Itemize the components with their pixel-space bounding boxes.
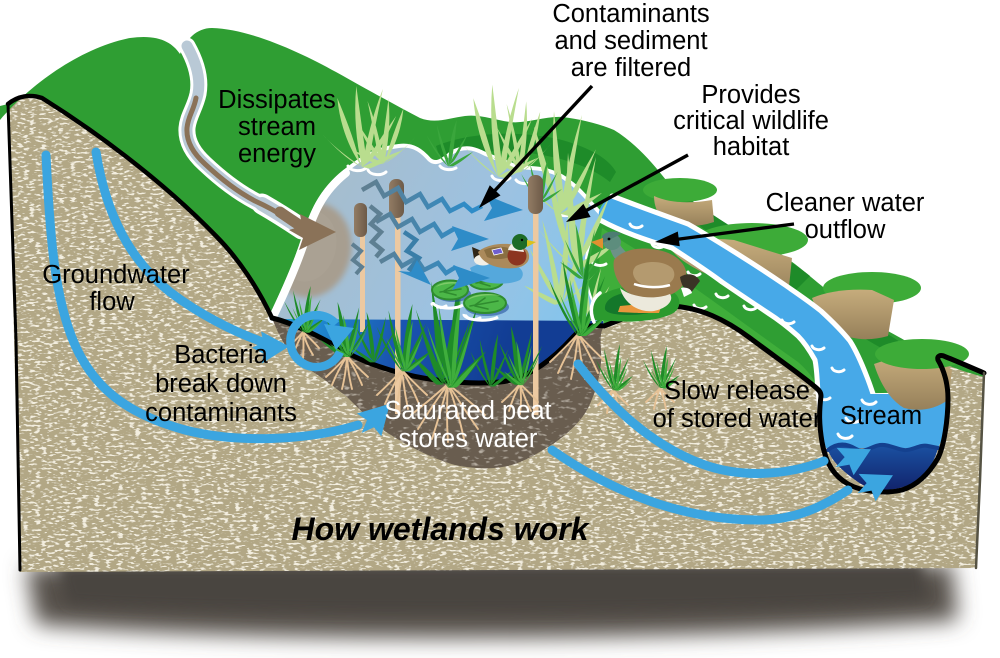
svg-text:outflow: outflow	[805, 216, 886, 244]
svg-text:Contaminants: Contaminants	[552, 0, 709, 28]
svg-text:of stored water: of stored water	[653, 405, 822, 433]
svg-text:are filtered: are filtered	[571, 54, 691, 82]
svg-text:Slow release: Slow release	[664, 377, 810, 405]
svg-text:Groundwater: Groundwater	[42, 261, 190, 289]
svg-text:Dissipates: Dissipates	[218, 86, 336, 114]
svg-text:stream: stream	[238, 113, 316, 141]
svg-text:break down: break down	[155, 370, 287, 398]
svg-text:How wetlands work: How wetlands work	[292, 511, 591, 547]
svg-text:Bacteria: Bacteria	[174, 341, 268, 369]
svg-text:Stream: Stream	[840, 402, 922, 430]
svg-text:critical wildlife: critical wildlife	[673, 107, 829, 135]
svg-text:flow: flow	[89, 288, 135, 316]
svg-text:stores water: stores water	[399, 425, 538, 453]
svg-text:contaminants: contaminants	[145, 399, 297, 427]
svg-text:and sediment: and sediment	[554, 27, 707, 55]
svg-text:energy: energy	[238, 140, 316, 168]
svg-text:Provides: Provides	[701, 81, 800, 109]
svg-text:Cleaner water: Cleaner water	[766, 189, 925, 217]
svg-text:habitat: habitat	[713, 133, 790, 161]
svg-text:Saturated peat: Saturated peat	[384, 397, 551, 425]
